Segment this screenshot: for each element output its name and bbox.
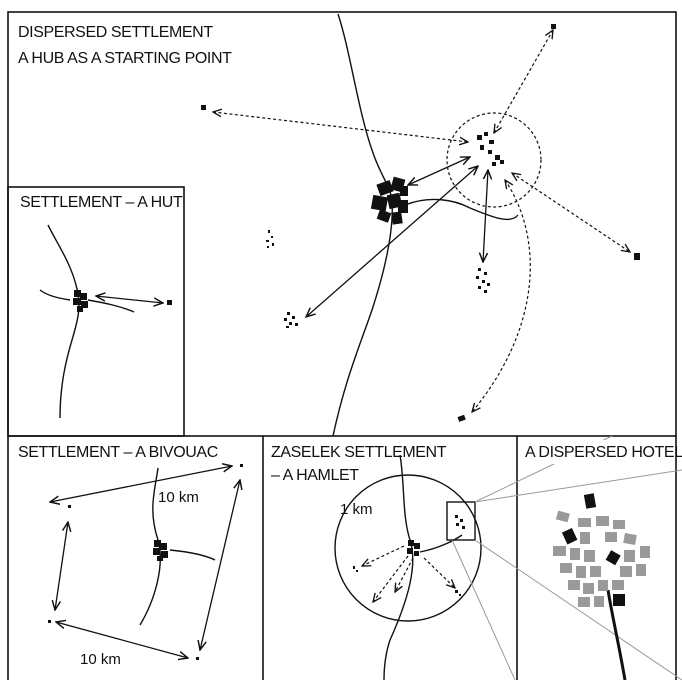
hamlet-west xyxy=(266,230,274,248)
main-title-line2: A HUB AS A STARTING POINT xyxy=(18,50,232,67)
hut-title: SETTLEMENT – A HUT xyxy=(20,194,183,211)
bivouac-arrow-left xyxy=(55,522,68,610)
hut-arrow xyxy=(96,296,163,303)
hut-road-branch xyxy=(87,299,135,313)
hut-house xyxy=(167,300,172,305)
hut-road xyxy=(47,224,80,419)
hamlet-radius-label: 1 km xyxy=(340,501,373,518)
outlying-house-west xyxy=(201,105,206,110)
panel-borders xyxy=(7,11,677,680)
bivouac-arrow-right xyxy=(200,480,240,650)
hut-panel: SETTLEMENT – A HUT xyxy=(10,189,183,419)
hamlet-south xyxy=(476,268,490,293)
arrow-south-far xyxy=(472,180,531,412)
outlying-house-south xyxy=(457,414,466,422)
hamlet-zoom-box xyxy=(446,501,476,541)
hamlet-southwest xyxy=(284,312,298,328)
hamlet-radius-circle xyxy=(334,474,482,622)
bivouac-title: SETTLEMENT – A BIVOUAC xyxy=(18,444,218,461)
bivouac-distance-bottom: 10 km xyxy=(80,651,121,668)
outlying-house-east xyxy=(634,253,640,260)
outlying-house-north xyxy=(551,24,556,29)
main-road xyxy=(332,13,393,437)
arrow-north-far xyxy=(494,30,553,133)
bivouac-arrow-bottom xyxy=(56,622,188,658)
hamlet-village xyxy=(407,540,420,556)
hamlet-title-line2: – A HAMLET xyxy=(271,467,359,484)
bivouac-distance-top: 10 km xyxy=(158,489,199,506)
main-panel: DISPERSED SETTLEMENT A HUB AS A STARTING… xyxy=(18,13,640,437)
hotel-panel: A DISPERSED HOTEL xyxy=(519,440,682,680)
arrow-southwest xyxy=(306,166,478,317)
hamlet-title-line1: ZASELEK SETTLEMENT xyxy=(271,444,447,461)
hamlet-road xyxy=(383,454,414,680)
main-title-line1: DISPERSED SETTLEMENT xyxy=(18,24,213,41)
arrow-west-far xyxy=(213,112,468,142)
hotel-road xyxy=(606,589,627,680)
hut-village xyxy=(73,290,88,312)
hub-radius-circle xyxy=(446,112,542,208)
hamlet-panel: ZASELEK SETTLEMENT – A HAMLET 1 km xyxy=(271,435,682,680)
bivouac-panel: SETTLEMENT – A BIVOUAC 10 km 10 km xyxy=(18,444,243,668)
village-cluster xyxy=(477,132,504,166)
hotel-buildings xyxy=(553,493,650,607)
bivouac-village xyxy=(153,540,168,561)
bivouac-arrow-top xyxy=(50,466,232,502)
hub-town xyxy=(370,176,408,225)
arrow-south xyxy=(483,170,488,262)
arrow-east-far xyxy=(512,173,630,252)
hotel-title: A DISPERSED HOTEL xyxy=(525,444,682,461)
hamlet-cluster xyxy=(353,515,465,596)
main-road-branch xyxy=(404,198,519,220)
